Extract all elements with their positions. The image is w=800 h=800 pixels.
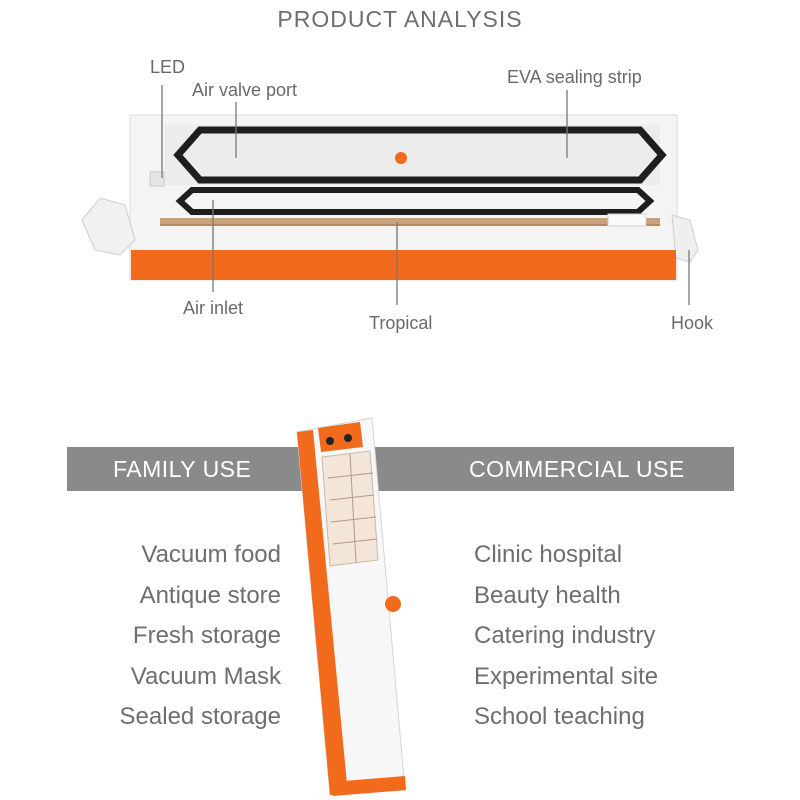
list-item: Beauty health	[474, 581, 621, 609]
callout-tropical: Tropical	[369, 313, 433, 333]
eva-sealing-strip-top	[173, 126, 667, 184]
use-case-band: FAMILY USE COMMERCIAL USE	[67, 447, 734, 491]
list-item: Antique store	[139, 581, 281, 609]
commercial-use-list: Clinic hospital Beauty health Catering i…	[474, 535, 658, 738]
callout-air-valve-port: Air valve port	[192, 80, 298, 100]
commercial-use-heading: COMMERCIAL USE	[469, 456, 685, 482]
callout-hook: Hook	[671, 313, 714, 333]
list-item: Vacuum Mask	[130, 662, 281, 690]
family-use-heading: FAMILY USE	[113, 456, 252, 482]
callout-air-inlet: Air inlet	[183, 298, 244, 318]
list-item: Experimental site	[474, 662, 659, 690]
family-use-list: Vacuum food Antique store Fresh storage …	[120, 535, 281, 738]
list-item: Clinic hospital	[474, 541, 623, 568]
list-item: Vacuum food	[141, 541, 281, 568]
eva-sealing-strip-bottom	[175, 187, 655, 215]
orange-button-dot	[395, 152, 407, 164]
list-item: School teaching	[474, 703, 645, 730]
list-item: Catering industry	[474, 622, 656, 649]
callout-led: LED	[150, 57, 186, 77]
list-item: Sealed storage	[119, 703, 281, 730]
list-item: Fresh storage	[132, 622, 281, 649]
page-title: PRODUCT ANALYSIS	[277, 6, 523, 32]
callout-eva-sealing-strip: EVA sealing strip	[507, 67, 642, 87]
